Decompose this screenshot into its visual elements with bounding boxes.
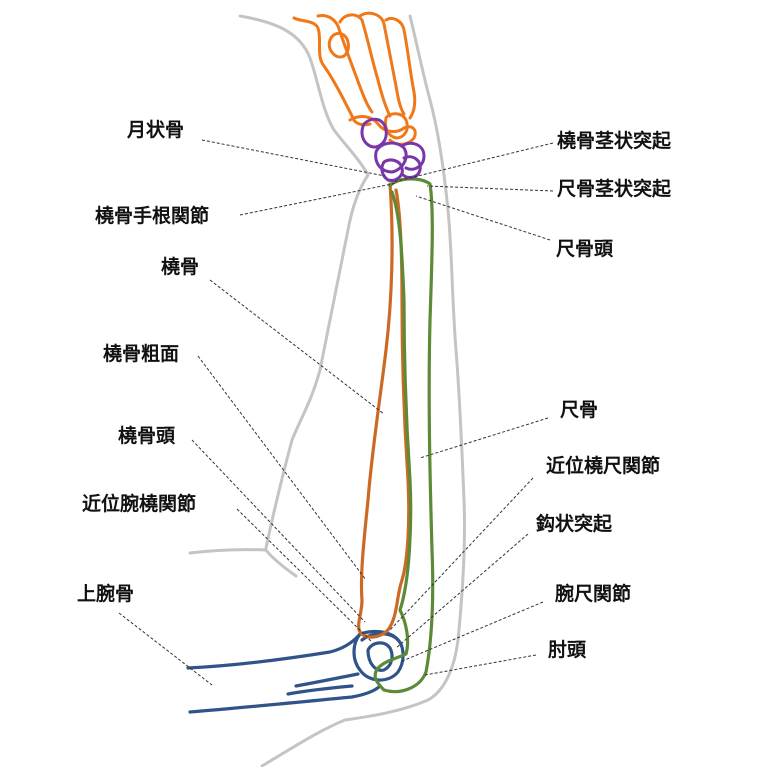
humerus-upper-edge [186,629,400,670]
metacarpal-4 [358,11,406,116]
leader-radial-tuberosity [197,355,367,581]
lunate-scaphoid [360,117,388,149]
label-radiocarpal-joint: 橈骨手根関節 [95,205,210,227]
carpal-trapezium [327,32,350,59]
metacarpal-5 [384,16,417,120]
label-coronoid-process: 鈎状突起 [536,513,613,535]
lunate [374,141,408,174]
label-humeroulnar-joint: 腕尺関節 [555,583,632,605]
leader-radial-head [191,439,366,623]
metacarpal-3 [338,13,392,118]
carpal-capitate [384,112,409,140]
leader-lines [118,139,554,686]
humerus-inner-line-1 [294,672,360,688]
humerus-trochlea [352,632,405,682]
leader-ulnar-head [415,195,551,241]
carpal-bones [292,11,417,146]
ulna-outline [373,177,435,694]
humerus-inner-line-2 [286,684,354,696]
lunate-triquetrum [400,141,426,171]
arm-outline [188,14,467,767]
label-radial-tuberosity: 橈骨粗面 [103,343,180,365]
label-lunate: 月状骨 [127,119,185,141]
leader-coronoid-process [395,533,529,649]
metacarpal-1 [292,16,372,127]
label-ulnar-head: 尺骨頭 [556,238,614,260]
arm-outline-upper-left [238,14,370,550]
label-radius: 橈骨 [161,256,200,278]
humerus-bone [186,629,405,714]
label-proximal-radioulnar-joint: 近位橈尺関節 [546,455,661,477]
leader-humeroradial-joint [236,508,373,643]
label-radial-head: 橈骨頭 [118,425,176,447]
label-ulnar-styloid: 尺骨茎状突起 [557,178,672,200]
radius-bone [357,182,411,639]
leader-lunate [201,139,386,177]
leader-humerus [118,612,213,686]
leader-humeroulnar-joint [399,601,544,663]
label-radial-styloid: 橈骨茎状突起 [557,130,672,152]
label-elbow-head: 肘頭 [548,639,587,661]
leader-radiocarpal-joint [239,182,398,216]
leader-ulnar-styloid [426,185,554,192]
label-ulna: 尺骨 [560,399,599,421]
arm-outline-right [260,14,467,767]
leader-elbow-head [424,654,537,676]
leader-ulna [419,417,549,459]
lunate-hamate [400,155,422,179]
leader-radius [209,279,385,415]
lunate-pisiform [380,158,404,182]
lunate-bones [360,117,426,182]
leader-radial-styloid [392,142,554,183]
label-humeroradial-joint: 近位腕橈関節 [82,493,197,515]
label-humerus: 上腕骨 [77,583,135,605]
arm-outline-inner-elbow [188,548,298,578]
radius-outline [357,182,411,639]
humerus-lower-edge [188,684,382,714]
ulna-bone [373,177,435,694]
